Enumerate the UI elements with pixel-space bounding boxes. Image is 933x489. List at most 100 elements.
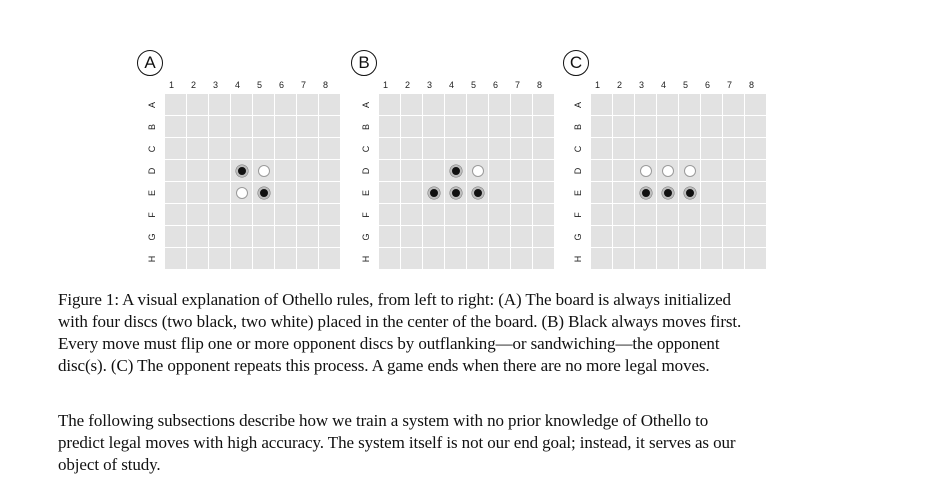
board-cell [423,138,444,159]
board-cell [253,248,274,269]
column-label-2: 2 [190,80,196,90]
board-cell [679,204,700,225]
white-disc [471,164,484,177]
board-cell [187,182,208,203]
caption-line: disc(s). (C) The opponent repeats this p… [58,356,710,375]
black-disc [639,186,652,199]
board-cell [165,116,186,137]
board-cell [187,94,208,115]
othello-board [379,94,555,270]
row-label-d: D [573,167,583,174]
board-cell [401,116,422,137]
board-cell [745,160,766,181]
board-cell [613,160,634,181]
column-label-8: 8 [536,80,542,90]
board-cell [445,116,466,137]
board-cell [701,182,722,203]
board-cell [275,226,296,247]
column-label-4: 4 [448,80,454,90]
board-cell [423,204,444,225]
board-cell [657,226,678,247]
row-label-f: F [361,211,371,218]
board-cell [533,182,554,203]
board-cell [745,204,766,225]
black-disc [235,164,248,177]
board-cell [489,248,510,269]
board-cell [379,138,400,159]
board-cell [613,182,634,203]
board-cell [591,160,612,181]
board-cell [209,116,230,137]
board-cell [297,226,318,247]
board-cell [467,116,488,137]
column-label-3: 3 [638,80,644,90]
column-label-6: 6 [704,80,710,90]
column-label-4: 4 [660,80,666,90]
board-cell [319,160,340,181]
column-label-8: 8 [748,80,754,90]
figure-caption: Figure 1: A visual explanation of Othell… [58,289,878,377]
board-cell [297,94,318,115]
board-cell [401,248,422,269]
row-label-h: H [573,255,583,262]
board-cell [613,116,634,137]
board-cell [187,248,208,269]
board-cell [319,116,340,137]
board-cell [319,226,340,247]
board-cell [511,248,532,269]
row-label-c: C [573,145,583,152]
board-cell [379,182,400,203]
board-cell [401,182,422,203]
board-cell [209,94,230,115]
panel-label: C [563,50,589,76]
board-cell [489,160,510,181]
board-cell [445,248,466,269]
row-label-c: C [147,145,157,152]
row-label-g: G [361,233,371,241]
black-disc [683,186,696,199]
column-label-2: 2 [616,80,622,90]
board-cell [701,226,722,247]
board-cell [401,204,422,225]
column-label-5: 5 [256,80,262,90]
board-cell [231,94,252,115]
board-cell [723,182,744,203]
board-cell [489,94,510,115]
board-cell [165,94,186,115]
caption-line: Figure 1: A visual explanation of Othell… [58,290,731,309]
board-cell [701,138,722,159]
board-cell [635,204,656,225]
board-cell [745,182,766,203]
white-disc [257,164,270,177]
white-disc [235,186,248,199]
board-cell [209,204,230,225]
board-cell [679,116,700,137]
column-label-5: 5 [470,80,476,90]
board-cell [165,226,186,247]
black-disc [449,186,462,199]
board-cell [297,116,318,137]
board-cell [423,248,444,269]
paragraph-line: predict legal moves with high accuracy. … [58,433,736,452]
board-cell [701,94,722,115]
board-cell [613,138,634,159]
board-cell [467,226,488,247]
board-cell [723,160,744,181]
board-cell [613,94,634,115]
board-cell [723,94,744,115]
row-label-h: H [147,255,157,262]
board-cell [511,94,532,115]
board-cell [701,204,722,225]
othello-board [591,94,767,270]
board-cell [187,160,208,181]
board-cell [209,248,230,269]
board-cell [231,204,252,225]
row-label-d: D [147,167,157,174]
board-cell [319,182,340,203]
board-cell [489,226,510,247]
board-cell [209,182,230,203]
board-cell [275,138,296,159]
row-label-a: A [361,101,371,108]
column-label-2: 2 [404,80,410,90]
board-cell [745,138,766,159]
